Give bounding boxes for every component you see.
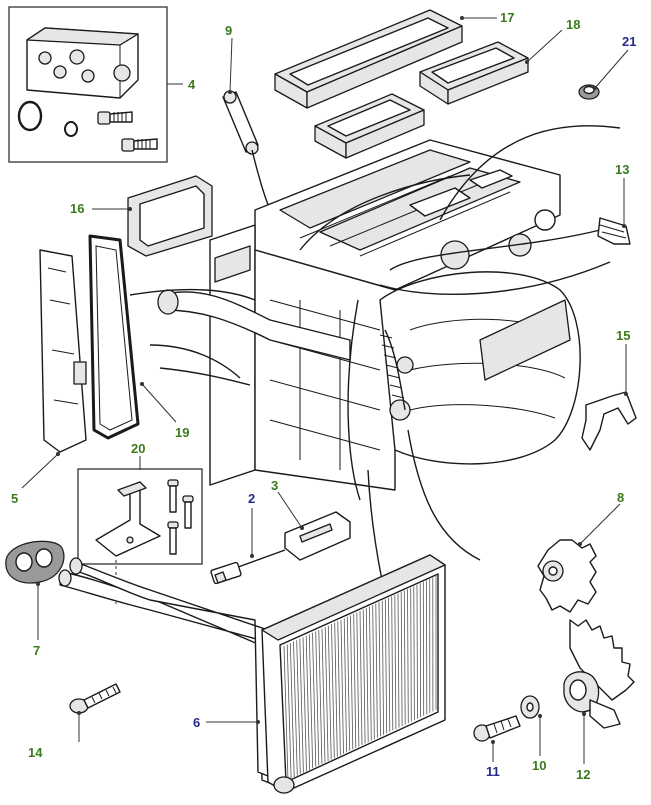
callout-21: 21	[622, 34, 636, 49]
heater-housing	[157, 139, 581, 491]
control-cables	[129, 125, 621, 581]
matrix-fin	[356, 612, 360, 747]
matrix-fin	[397, 593, 400, 728]
matrix-fin	[334, 622, 338, 757]
callout-labels: 4 9 17 18 21 16 13 15 19 5 20 2 3 8 7 6 …	[11, 10, 636, 782]
clip-13	[597, 217, 631, 245]
matrix-fin	[350, 615, 354, 750]
matrix-fin	[289, 643, 295, 778]
expansion-valve-inset	[8, 6, 168, 163]
gasket-17	[274, 9, 463, 109]
callout-5: 5	[11, 491, 18, 506]
matrix-fin	[286, 644, 292, 779]
gasket-18	[419, 41, 529, 105]
matrix-fin	[381, 600, 384, 735]
sensor-harness-2-3	[210, 511, 351, 585]
callout-16: 16	[70, 201, 84, 216]
matrix-fin	[283, 645, 289, 781]
matrix-fin	[308, 634, 314, 769]
matrix-fin	[305, 635, 310, 770]
callout-20: 20	[131, 441, 145, 456]
callout-9: 9	[225, 23, 232, 38]
matrix-fin	[416, 584, 418, 719]
matrix-fin	[296, 640, 301, 775]
matrix-fin	[321, 628, 326, 763]
callout-14: 14	[28, 745, 43, 760]
matrix-fin	[365, 608, 369, 743]
callout-8: 8	[617, 490, 624, 505]
matrix-fin	[394, 594, 397, 730]
callout-19: 19	[175, 425, 189, 440]
gasket-small	[314, 93, 425, 159]
matrix-fin	[340, 619, 344, 754]
cover-panel-5	[39, 249, 87, 453]
matrix-fin	[388, 597, 391, 732]
gasket-16	[127, 175, 213, 257]
matrix-fin	[299, 638, 304, 773]
matrix-fin	[403, 590, 406, 725]
matrix-fin	[318, 629, 323, 765]
matrix-fin	[353, 613, 357, 748]
callout-17: 17	[500, 10, 514, 25]
callout-4: 4	[188, 77, 196, 92]
matrix-fin	[331, 624, 335, 759]
gear-sector-12	[563, 619, 635, 729]
matrix-fin	[369, 606, 372, 741]
matrix-fin	[375, 603, 378, 738]
matrix-fin	[407, 589, 409, 724]
washer-10	[520, 695, 540, 719]
gear-8	[537, 539, 597, 613]
matrix-fin	[410, 587, 412, 722]
callout-6: 6	[193, 715, 200, 730]
matrix-fin	[312, 632, 317, 767]
matrix-fin	[378, 602, 381, 737]
matrix-fin	[337, 621, 341, 756]
matrix-fin	[327, 625, 332, 760]
callout-13: 13	[615, 162, 629, 177]
matrix-fin	[384, 599, 388, 734]
matrix-fin	[346, 616, 351, 751]
matrix-fin	[315, 631, 320, 766]
matrix-fin	[391, 596, 394, 731]
callout-15: 15	[616, 328, 630, 343]
callout-7: 7	[33, 643, 40, 658]
screw-11	[473, 715, 521, 742]
matrix-fin	[293, 641, 298, 776]
callout-11: 11	[486, 764, 500, 779]
callout-2: 2	[248, 491, 255, 506]
matrix-fin	[413, 586, 415, 721]
callout-12: 12	[576, 767, 590, 782]
callout-18: 18	[566, 17, 580, 32]
matrix-fin	[343, 618, 347, 753]
matrix-fin	[400, 591, 403, 727]
matrix-fins	[283, 576, 437, 781]
matrix-fin	[362, 609, 366, 744]
bolt-14	[69, 683, 121, 714]
leader-lines	[21, 16, 629, 764]
bracket-15	[581, 391, 637, 451]
callout-3: 3	[271, 478, 278, 493]
matrix-fin	[372, 605, 375, 740]
seal-19	[88, 234, 140, 440]
matrix-fin	[302, 637, 307, 772]
callout-10: 10	[532, 758, 546, 773]
heater-core-6	[58, 554, 446, 794]
matrix-fin	[359, 610, 363, 746]
grommet-7	[5, 540, 65, 584]
matrix-fin	[324, 626, 329, 762]
